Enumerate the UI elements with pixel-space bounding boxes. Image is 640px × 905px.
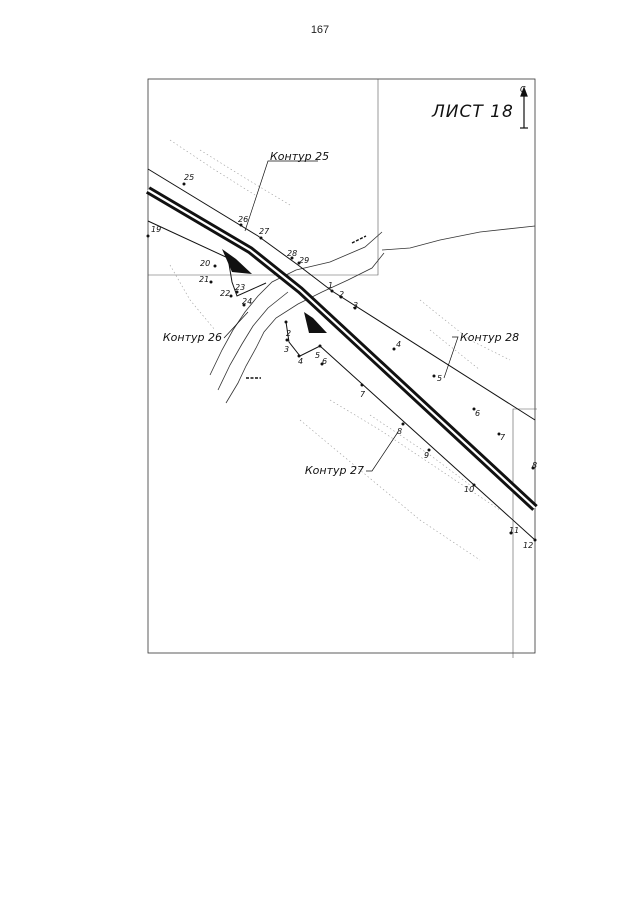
- survey-point-label: 29: [299, 256, 309, 265]
- survey-point-label: 22: [220, 289, 230, 298]
- survey-markers: [246, 235, 367, 379]
- survey-point-marker: [497, 432, 501, 436]
- survey-point-marker: [209, 280, 213, 284]
- survey-point-label: 6: [475, 409, 480, 418]
- survey-point-marker: [229, 294, 233, 298]
- survey-point-label: 23: [235, 283, 245, 292]
- survey-point-marker: [297, 354, 301, 358]
- survey-point-label: 21: [199, 275, 209, 284]
- survey-point-label: 12: [523, 541, 533, 550]
- inset-frame: [148, 79, 379, 276]
- survey-point-marker: [472, 483, 476, 487]
- survey-point-marker: [235, 290, 239, 294]
- survey-point-label: 25: [184, 173, 194, 182]
- survey-point-marker: [320, 362, 324, 366]
- survey-point-label: 2: [339, 290, 344, 299]
- survey-point-marker: [297, 261, 301, 265]
- survey-point-label: 27: [259, 227, 270, 236]
- survey-point-marker: [290, 256, 294, 260]
- survey-point-marker: [353, 306, 357, 310]
- survey-point-marker: [146, 234, 150, 238]
- survey-point-marker: [360, 383, 364, 387]
- survey-point-marker: [392, 347, 396, 351]
- survey-point-label: 19: [151, 225, 161, 234]
- contour-label-c25: Контур 25: [270, 150, 329, 163]
- survey-point-label: 6: [322, 357, 327, 366]
- survey-point-label: 7: [500, 433, 506, 442]
- survey-point-label: 8: [532, 461, 537, 470]
- survey-point-label: 20: [200, 259, 210, 268]
- contour-label-c27: Контур 27: [305, 464, 364, 477]
- survey-point-marker: [339, 295, 343, 299]
- terrain-lines: [159, 139, 511, 561]
- survey-point-label: 3: [353, 301, 358, 310]
- survey-point-marker: [242, 303, 246, 307]
- survey-point-label: 11: [509, 526, 519, 535]
- survey-point-label: 10: [464, 485, 474, 494]
- survey-point-marker: [533, 538, 537, 542]
- survey-point-marker: [330, 289, 334, 293]
- survey-point-label: 5: [437, 374, 442, 383]
- survey-point-marker: [427, 448, 431, 452]
- survey-point-marker: [472, 407, 476, 411]
- survey-point-marker: [182, 182, 186, 186]
- survey-point-label: 3: [284, 345, 289, 354]
- map-frame: [147, 78, 536, 654]
- north-arrow-icon: [520, 86, 528, 129]
- survey-point-label: 4: [298, 357, 303, 366]
- river: [209, 225, 536, 404]
- survey-point-label: 8: [397, 427, 402, 436]
- contour-leaders: [223, 160, 459, 472]
- contour-label-c26: Контур 26: [163, 331, 222, 344]
- adjacent-sheet-frame: [512, 408, 537, 658]
- survey-point-marker: [531, 466, 535, 470]
- sheet-title: ЛИСТ 18: [431, 102, 514, 122]
- survey-point-label: 1: [328, 281, 333, 290]
- bridge-abutment-east: [304, 312, 327, 333]
- survey-point-marker: [284, 320, 288, 324]
- survey-point-marker: [259, 236, 263, 240]
- survey-point-label: 7: [360, 390, 366, 399]
- survey-point-marker: [239, 223, 243, 227]
- survey-point-marker: [285, 338, 289, 342]
- survey-point-label: 2: [286, 329, 291, 338]
- survey-point-marker: [318, 344, 322, 348]
- survey-point-marker: [401, 422, 405, 426]
- survey-point-label: 24: [242, 297, 252, 306]
- survey-point-marker: [509, 531, 513, 535]
- road: [145, 186, 538, 511]
- north-symbol: С: [520, 85, 526, 94]
- survey-point-label: 9: [424, 451, 429, 460]
- survey-point-label: 28: [287, 249, 297, 258]
- survey-point-marker: [432, 374, 436, 378]
- survey-point-label: 26: [238, 215, 248, 224]
- contour-label-c28: Контур 28: [460, 331, 519, 344]
- survey-point-label: 4: [396, 340, 401, 349]
- survey-point-label: 5: [315, 351, 320, 360]
- survey-point-marker: [213, 264, 217, 268]
- bridge-abutment-west: [222, 249, 252, 274]
- page-number: 167: [310, 24, 330, 36]
